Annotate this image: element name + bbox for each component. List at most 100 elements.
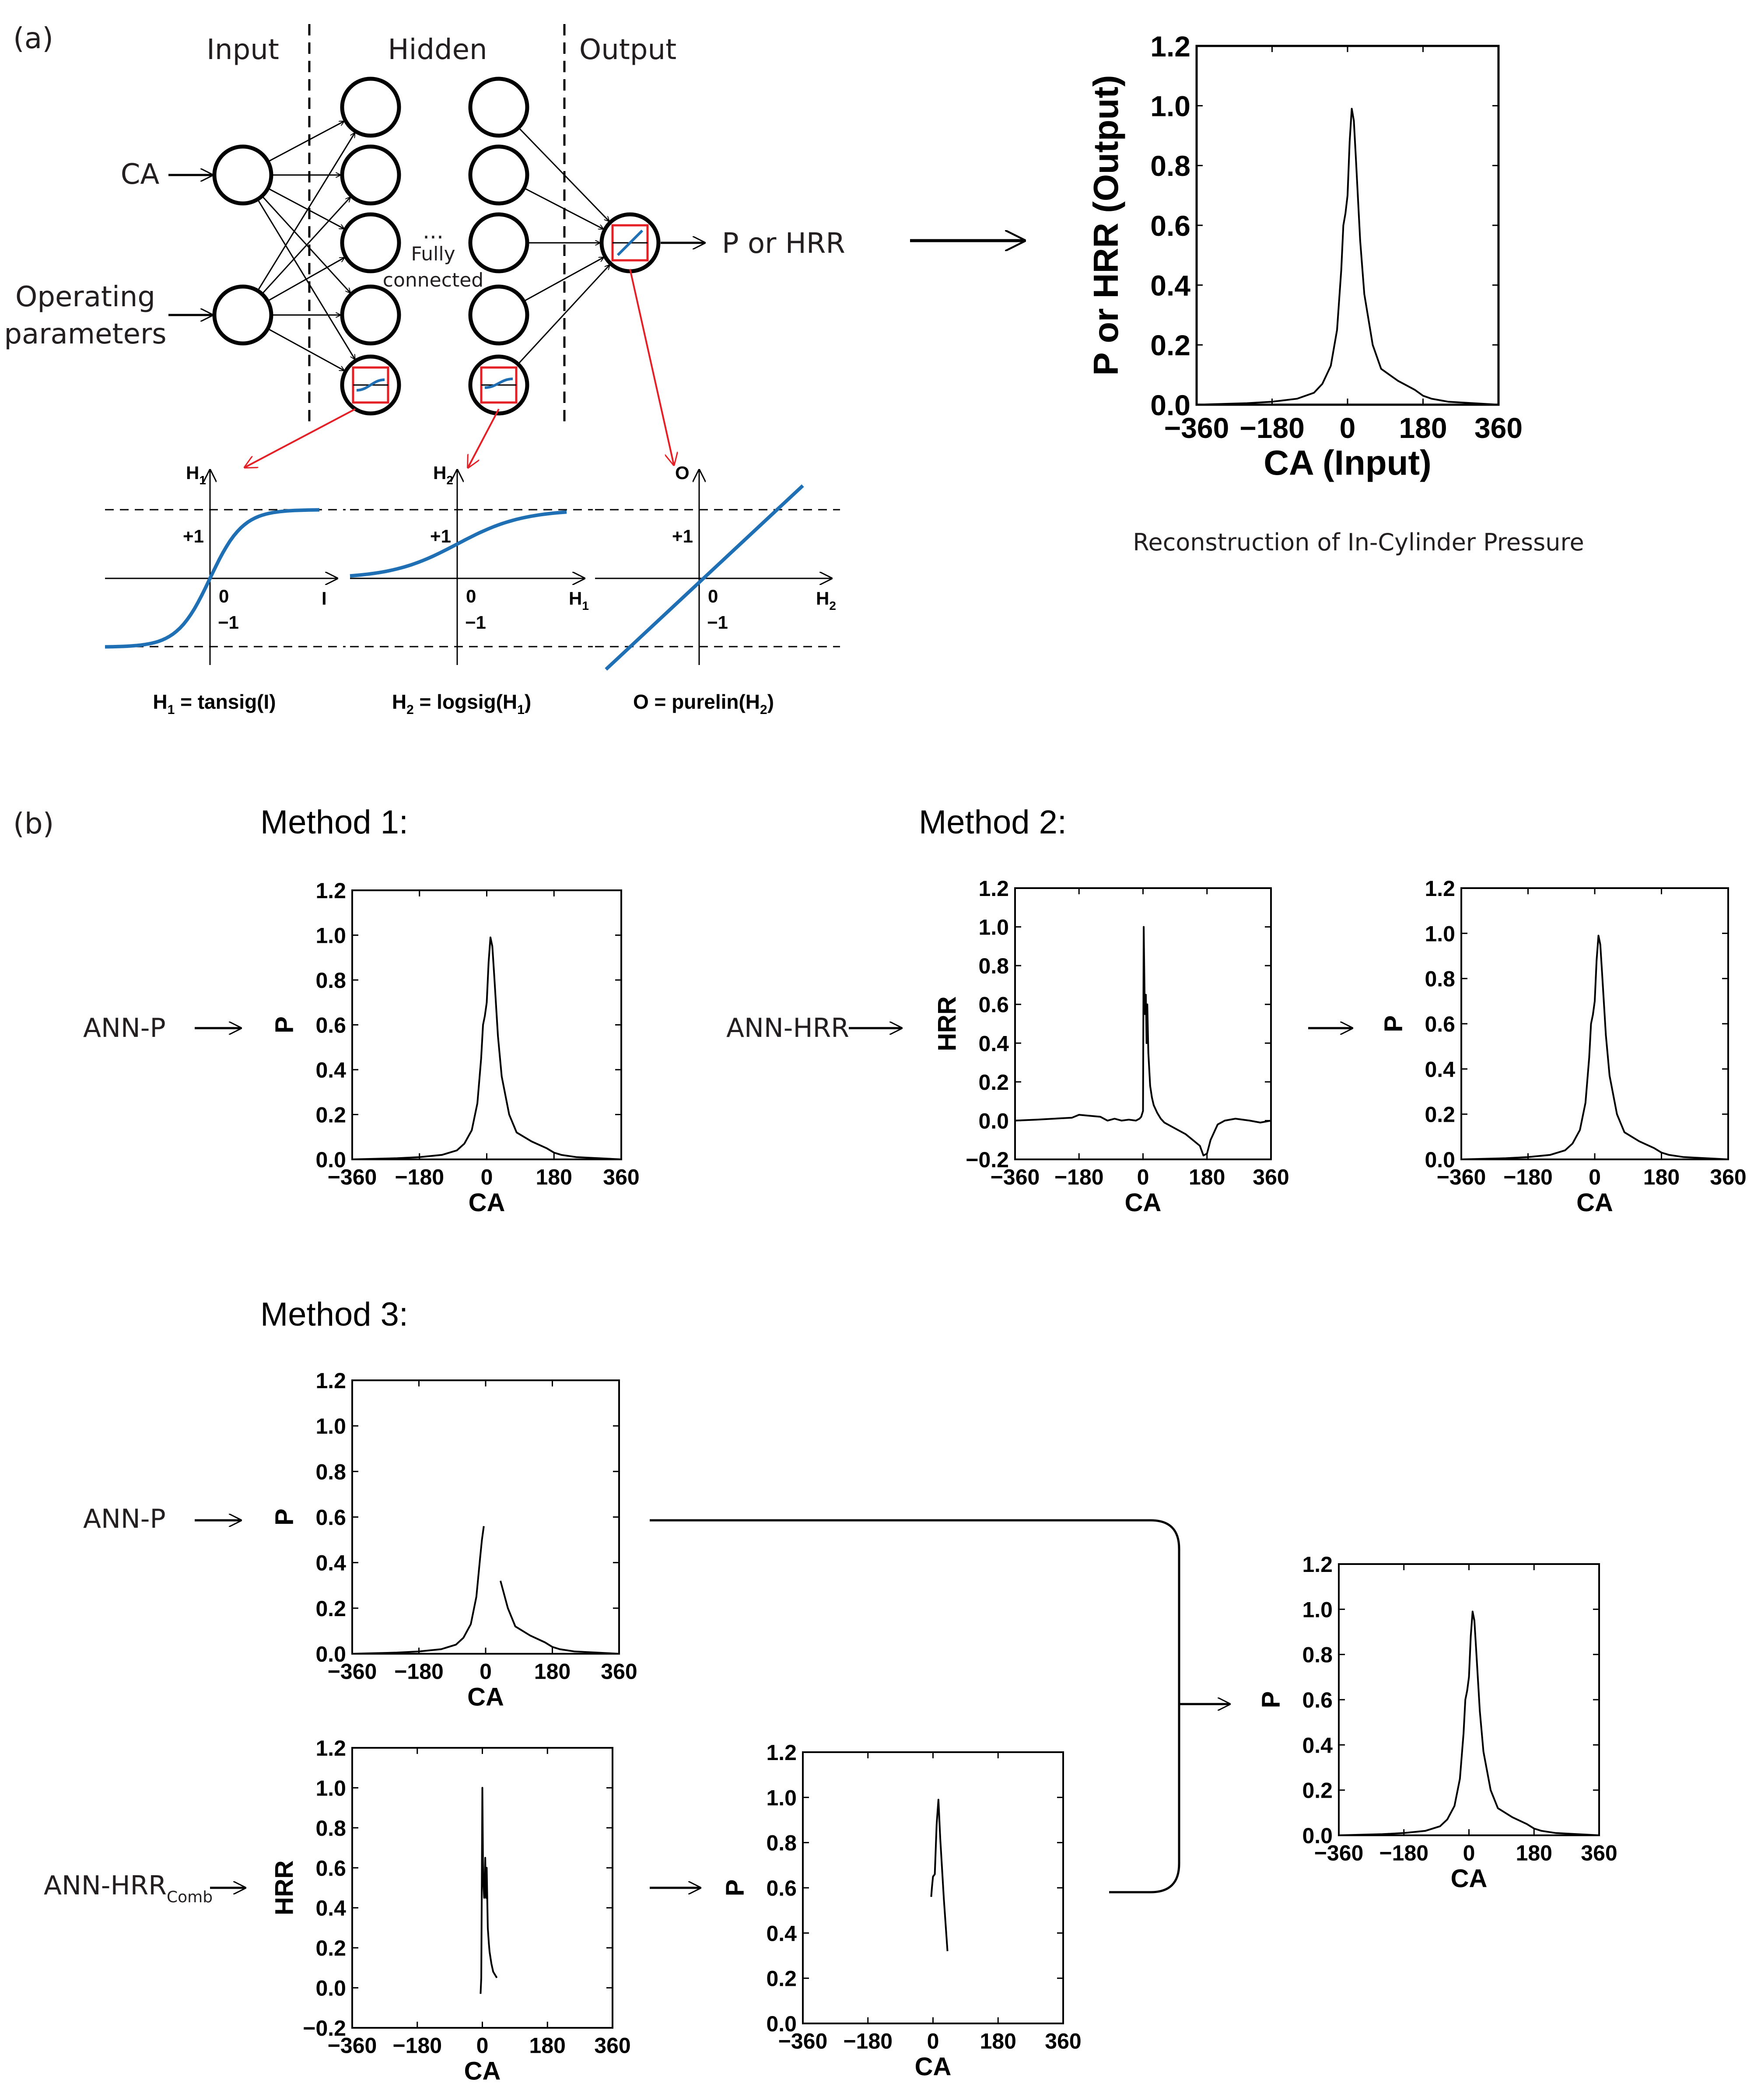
series-line-0: [352, 1526, 485, 1655]
dots-label: ...: [423, 218, 444, 244]
connection-hidden2-4-output: [517, 265, 609, 365]
x-tick-label: −180: [843, 2029, 893, 2054]
x-tick-label: −180: [1503, 1165, 1553, 1190]
output-label: P or HRR: [722, 228, 845, 260]
y-tick-label: 0.2: [315, 1936, 346, 1960]
equation-sub1: 1: [168, 703, 175, 717]
x-tick-label: −180: [395, 1165, 444, 1190]
y-axis-label-sub: 2: [446, 473, 453, 487]
x-tick-label: −180: [1379, 1841, 1428, 1866]
logsig-mini-icon-curve: [484, 378, 513, 389]
method3-ann-hrr-comb-label: ANN-HRRComb: [44, 1870, 213, 1906]
y-tick-label: 0.0: [315, 1148, 346, 1172]
equation-sub1: 2: [760, 703, 767, 717]
y-tick-label: 1.0: [315, 924, 346, 948]
y-axis-title: P: [270, 1016, 299, 1033]
connection-input1-hidden1-4: [267, 328, 344, 371]
method2-title: Method 2:: [919, 804, 1067, 841]
y-tick-label: 0.8: [1302, 1643, 1333, 1667]
y-axis-title: HRR: [270, 1860, 299, 1915]
x-axis-title: CA: [915, 2052, 952, 2081]
y-axis-label-main: H: [186, 462, 199, 483]
x-tick-label: 180: [1189, 1165, 1225, 1190]
input-node-1: [212, 284, 273, 346]
y-tick-label: 0.4: [1150, 269, 1190, 301]
x-tick-label: 0: [480, 1659, 492, 1684]
y-tick-label: 0.0: [315, 1976, 346, 2001]
y-tick-label: 0.0: [978, 1109, 1009, 1133]
y-tick-label: 0.8: [1425, 967, 1455, 991]
activation-curve: [605, 484, 804, 671]
x-tick-label: −360: [778, 2029, 828, 2054]
x-axis-label: H2: [816, 588, 836, 612]
x-tick-label: 0: [1340, 412, 1356, 444]
connection-input0-hidden1-3: [261, 196, 350, 293]
series-line-0: [1461, 934, 1729, 1160]
equation-tansig: H1 = tansig(I): [153, 690, 276, 717]
y-axis-title: P or HRR (Output): [1086, 75, 1125, 375]
plot-frame: [1338, 1563, 1600, 1836]
x-axis-label-main: H: [569, 588, 582, 609]
panel-a-tag: (a): [13, 21, 53, 55]
method3-ann-p-label: ANN-P: [83, 1504, 166, 1534]
x-tick-label: −360: [328, 1659, 377, 1684]
x-tick-label: −360: [1314, 1841, 1364, 1866]
hidden2-node-0: [468, 77, 529, 138]
x-tick-label: −180: [394, 1659, 444, 1684]
y-tick-label: 0.0: [315, 1642, 346, 1666]
panel-b: (b) Method 1: Method 2: Method 3: ANN-P …: [13, 804, 1352, 1906]
y-tick-label: 1.0: [1302, 1597, 1333, 1622]
y-tick-label: 0.2: [1150, 329, 1190, 361]
plot-frame: [802, 1751, 1064, 2024]
layer-label-input: Input: [207, 34, 279, 66]
fully-label-line1: Fully: [411, 243, 455, 265]
input-node-0: [212, 144, 273, 206]
operating-label-line1: Operating: [15, 281, 155, 313]
y-tick-label: 0.2: [1302, 1778, 1333, 1803]
x-tick-label: −180: [392, 2034, 442, 2058]
x-tick-label: −360: [991, 1165, 1040, 1190]
equation-part1: O = purelin(H: [633, 690, 760, 713]
operating-label-line2: parameters: [4, 318, 166, 350]
equation-part2: ): [767, 690, 774, 713]
x-tick-label: −360: [1437, 1165, 1486, 1190]
x-tick-label: 180: [1399, 412, 1447, 444]
connection-input1-hidden1-2: [267, 258, 344, 302]
method1-title: Method 1:: [260, 804, 408, 841]
x-tick-label: 360: [1581, 1841, 1617, 1866]
hidden1-node-2: [340, 212, 401, 273]
y-axis-label: H2: [433, 462, 453, 487]
x-axis-label-main: H: [816, 588, 829, 609]
x-axis-title: CA: [1451, 1864, 1488, 1893]
x-axis-title: CA (Input): [1264, 443, 1432, 482]
x-tick-label: −180: [1054, 1165, 1104, 1190]
y-axis-label-main: H: [433, 462, 446, 483]
input-ca: CA: [121, 158, 212, 191]
logsig-mini-icon: [480, 366, 518, 404]
y-axis-title: P: [270, 1508, 299, 1526]
x-axis-title: CA: [1576, 1188, 1613, 1217]
y-tick-label: 0.8: [315, 1816, 346, 1841]
y-tick-label: 0.8: [1150, 150, 1190, 182]
y-tick-label: 1.0: [1425, 921, 1455, 946]
y-tick-label: 1.0: [315, 1776, 346, 1800]
hidden2-node-3: [468, 284, 529, 346]
connection-hidden2-3-output: [523, 257, 604, 302]
red-arrow-purelin: [629, 269, 674, 465]
y-tick-label: 0.4: [1425, 1057, 1455, 1082]
x-tick-label: −180: [1239, 412, 1305, 444]
y-tick-label: 0.4: [315, 1896, 346, 1921]
plus-one-label: +1: [672, 526, 693, 546]
x-tick-label: 180: [980, 2029, 1016, 2054]
x-axis-label: I: [322, 588, 327, 609]
connection-hidden2-1-output: [524, 187, 603, 229]
zero-label: 0: [466, 586, 476, 606]
y-tick-label: 0.6: [1150, 210, 1190, 242]
y-tick-label: 0.6: [1302, 1688, 1333, 1712]
